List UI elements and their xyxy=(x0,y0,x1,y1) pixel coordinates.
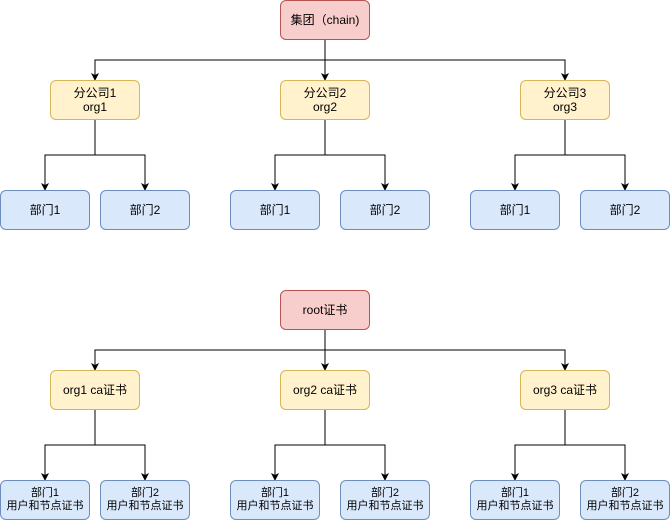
branch-org3-node: 分公司3 org3 xyxy=(520,80,610,120)
branch-org1-id: org1 xyxy=(82,100,108,114)
org2-dept2-cert-node: 部门2 用户和节点证书 xyxy=(340,480,430,520)
org1-dept1-label: 部门1 xyxy=(29,203,61,217)
org3-dept1-node: 部门1 xyxy=(470,190,560,230)
edge-chain-to-org3 xyxy=(324,40,569,81)
branch-org3-name: 分公司3 xyxy=(543,86,587,100)
org2-dept2-cert-dept: 部门2 xyxy=(370,487,400,499)
org3-dept1-cert-node: 部门1 用户和节点证书 xyxy=(470,480,560,520)
org3-dept1-cert-dept: 部门1 xyxy=(500,487,530,499)
org1-dept2-cert-node: 部门2 用户和节点证书 xyxy=(100,480,190,520)
org3-dept2-cert-desc: 用户和节点证书 xyxy=(586,500,664,512)
edge-org2ca-to-dept2 xyxy=(324,410,389,481)
org1-dept2-node: 部门2 xyxy=(100,190,190,230)
org1-dept2-label: 部门2 xyxy=(129,203,161,217)
branch-org2-name: 分公司2 xyxy=(303,86,347,100)
org1-dept1-cert-dept: 部门1 xyxy=(30,487,60,499)
edge-org2-to-dept1 xyxy=(271,120,326,191)
group-chain-label: 集团（chain) xyxy=(290,13,360,27)
branch-org1-name: 分公司1 xyxy=(73,86,117,100)
branch-org2-node: 分公司2 org2 xyxy=(280,80,370,120)
edge-org2-to-dept2 xyxy=(324,120,389,191)
branch-org1-node: 分公司1 org1 xyxy=(50,80,140,120)
org3-ca-cert-label: org3 ca证书 xyxy=(532,383,598,397)
edge-org3-to-dept1 xyxy=(511,120,566,191)
root-cert-node: root证书 xyxy=(280,290,370,330)
org1-dept2-cert-dept: 部门2 xyxy=(130,487,160,499)
org3-dept2-cert-node: 部门2 用户和节点证书 xyxy=(580,480,670,520)
edge-org1ca-to-dept2 xyxy=(94,410,149,481)
edge-org3ca-to-dept1 xyxy=(511,410,566,481)
org1-ca-cert-label: org1 ca证书 xyxy=(62,383,128,397)
org2-dept1-cert-node: 部门1 用户和节点证书 xyxy=(230,480,320,520)
org2-ca-cert-node: org2 ca证书 xyxy=(280,370,370,410)
org2-dept2-cert-desc: 用户和节点证书 xyxy=(346,500,424,512)
edge-org1-to-dept1 xyxy=(41,120,96,191)
org3-dept2-cert-dept: 部门2 xyxy=(610,487,640,499)
edge-org3-to-dept2 xyxy=(564,120,629,191)
org1-ca-cert-node: org1 ca证书 xyxy=(50,370,140,410)
edge-org1-to-dept2 xyxy=(94,120,149,191)
branch-org3-id: org3 xyxy=(552,100,578,114)
edge-chain-to-org1 xyxy=(91,40,326,81)
org1-dept1-cert-node: 部门1 用户和节点证书 xyxy=(0,480,90,520)
branch-org2-id: org2 xyxy=(312,100,338,114)
org1-dept1-node: 部门1 xyxy=(0,190,90,230)
org2-dept1-label: 部门1 xyxy=(259,203,291,217)
org1-dept2-cert-desc: 用户和节点证书 xyxy=(106,500,184,512)
org2-dept2-node: 部门2 xyxy=(340,190,430,230)
edge-org2ca-to-dept1 xyxy=(271,410,326,481)
org2-dept2-label: 部门2 xyxy=(369,203,401,217)
org3-dept2-label: 部门2 xyxy=(609,203,641,217)
org1-dept1-cert-desc: 用户和节点证书 xyxy=(6,500,84,512)
group-chain-node: 集团（chain) xyxy=(280,0,370,40)
org3-dept2-node: 部门2 xyxy=(580,190,670,230)
org3-ca-cert-node: org3 ca证书 xyxy=(520,370,610,410)
edge-root-to-org3ca xyxy=(324,330,569,371)
edge-root-to-org1ca xyxy=(91,330,326,371)
edge-org3ca-to-dept2 xyxy=(564,410,629,481)
edge-org1ca-to-dept1 xyxy=(41,410,96,481)
org2-ca-cert-label: org2 ca证书 xyxy=(292,383,358,397)
org3-dept1-label: 部门1 xyxy=(499,203,531,217)
org2-dept1-cert-dept: 部门1 xyxy=(260,487,290,499)
org2-dept1-cert-desc: 用户和节点证书 xyxy=(236,500,314,512)
org2-dept1-node: 部门1 xyxy=(230,190,320,230)
root-cert-label: root证书 xyxy=(302,303,348,317)
org3-dept1-cert-desc: 用户和节点证书 xyxy=(476,500,554,512)
